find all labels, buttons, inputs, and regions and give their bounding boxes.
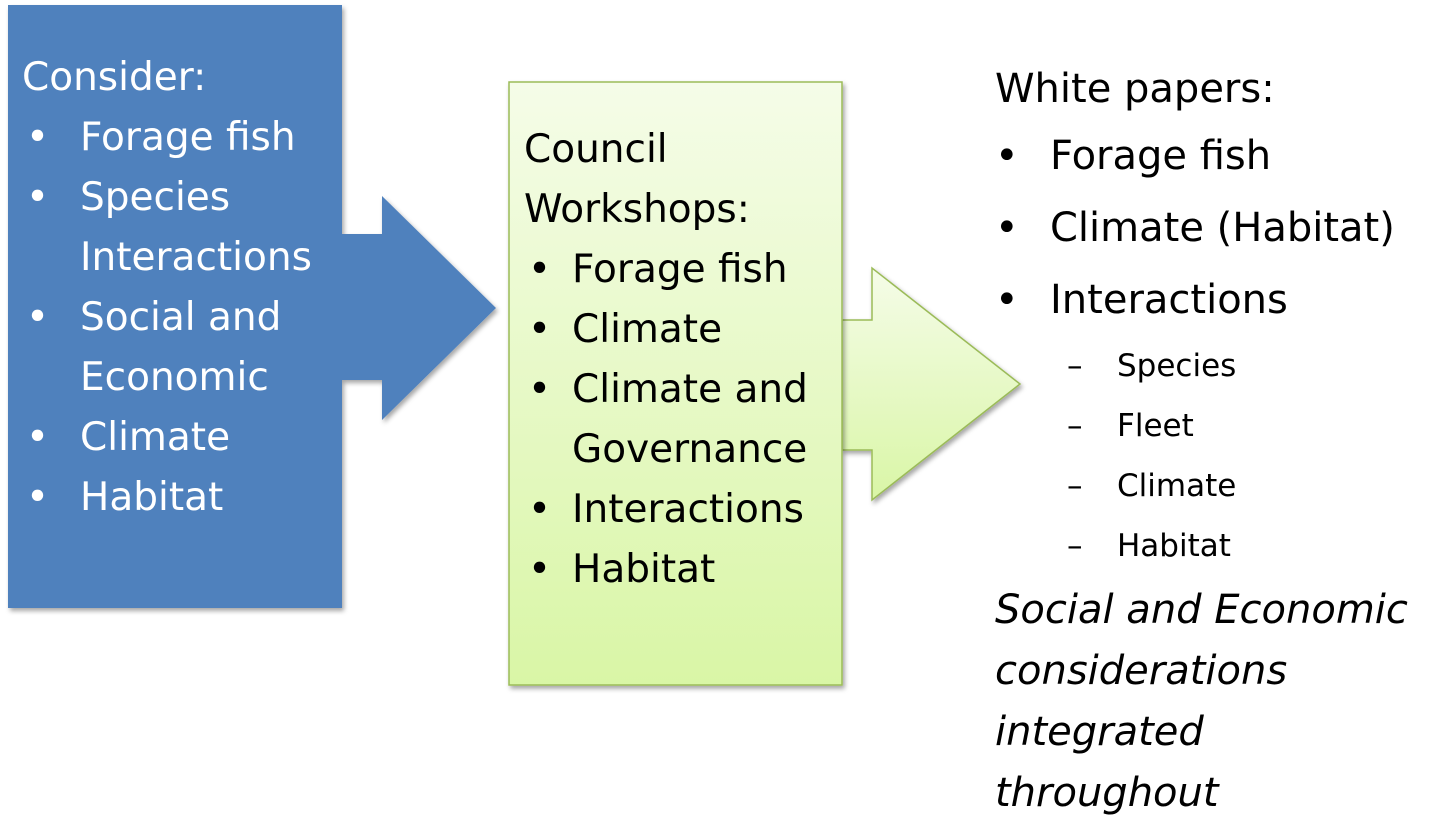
list-item: • Climate and Governance <box>524 360 834 480</box>
list-item: • Forage fish <box>22 108 342 168</box>
integration-note: Social and Economic considerations integ… <box>995 587 1408 816</box>
list-item: • Interactions <box>995 264 1435 336</box>
dash-icon: – <box>1067 408 1083 444</box>
sub-list-item: –Species <box>995 336 1435 396</box>
list-item-label: Climate <box>572 307 723 352</box>
list-item-label: Habitat <box>80 475 224 520</box>
bullet-icon: • <box>26 415 50 460</box>
bullet-icon: • <box>528 307 552 352</box>
list-item-label: Social and Economic <box>80 295 282 400</box>
workshops-block: Council Workshops: • Forage fish • Climate… <box>524 120 834 600</box>
bullet-icon: • <box>528 547 552 592</box>
bullet-icon: • <box>995 133 1019 179</box>
list-item-label: Habitat <box>572 547 716 592</box>
list-item-label: Interactions <box>1050 277 1288 323</box>
bullet-icon: • <box>995 277 1019 323</box>
workshops-heading: Council Workshops: <box>524 127 750 232</box>
list-item: • Interactions <box>524 480 834 540</box>
sub-list-item-label: Habitat <box>1117 528 1231 564</box>
workshops-box <box>508 81 843 686</box>
dash-icon: – <box>1067 528 1083 564</box>
interactions-sub-list: –Species –Fleet –Climate –Habitat <box>995 336 1435 576</box>
list-item: • Social and Economic <box>22 288 342 408</box>
workshops-arrow-shape <box>841 266 1022 502</box>
consider-heading: Consider: <box>22 55 207 100</box>
list-item-label: Species Interactions <box>80 175 312 280</box>
list-item-label: Climate (Habitat) <box>1050 205 1395 251</box>
sub-list-item-label: Climate <box>1117 468 1237 504</box>
workshops-list: • Forage fish • Climate • Climate and Gover… <box>524 240 834 600</box>
bullet-icon: • <box>528 367 552 412</box>
dash-icon: – <box>1067 468 1083 504</box>
sub-list-item-label: Species <box>1117 348 1237 384</box>
bullet-icon: • <box>995 205 1019 251</box>
sub-list-item: –Habitat <box>995 516 1435 576</box>
bullet-icon: • <box>26 475 50 520</box>
consider-arrow-shape <box>8 5 496 608</box>
bullet-icon: • <box>26 175 50 220</box>
list-item: • Climate (Habitat) <box>995 192 1435 264</box>
white-papers-heading: White papers: <box>995 66 1275 112</box>
list-item-label: Forage fish <box>1050 133 1272 179</box>
sub-list-item: –Fleet <box>995 396 1435 456</box>
white-papers-list: • Forage fish • Climate (Habitat) • Interac… <box>995 120 1435 336</box>
list-item-label: Climate and Governance <box>572 367 808 472</box>
dash-icon: – <box>1067 348 1083 384</box>
list-item: • Forage fish <box>995 120 1435 192</box>
list-item-label: Forage fish <box>572 247 788 292</box>
list-item: • Climate <box>22 408 342 468</box>
white-papers-block: White papers: • Forage fish • Climate (Hab… <box>995 58 1435 824</box>
list-item-label: Forage fish <box>80 115 296 160</box>
list-item-label: Climate <box>80 415 231 460</box>
list-item: • Species Interactions <box>22 168 342 288</box>
sub-list-item-label: Fleet <box>1117 408 1194 444</box>
list-item: • Habitat <box>22 468 342 528</box>
consider-list: • Forage fish • Species Interactions • Soci… <box>22 108 342 528</box>
sub-list-item: –Climate <box>995 456 1435 516</box>
list-item: • Climate <box>524 300 834 360</box>
bullet-icon: • <box>528 487 552 532</box>
bullet-icon: • <box>26 115 50 160</box>
bullet-icon: • <box>528 247 552 292</box>
bullet-icon: • <box>26 295 50 340</box>
list-item: • Habitat <box>524 540 834 600</box>
list-item-label: Interactions <box>572 487 804 532</box>
consider-block: Consider: • Forage fish • Species Interact… <box>22 48 342 528</box>
list-item: • Forage fish <box>524 240 834 300</box>
